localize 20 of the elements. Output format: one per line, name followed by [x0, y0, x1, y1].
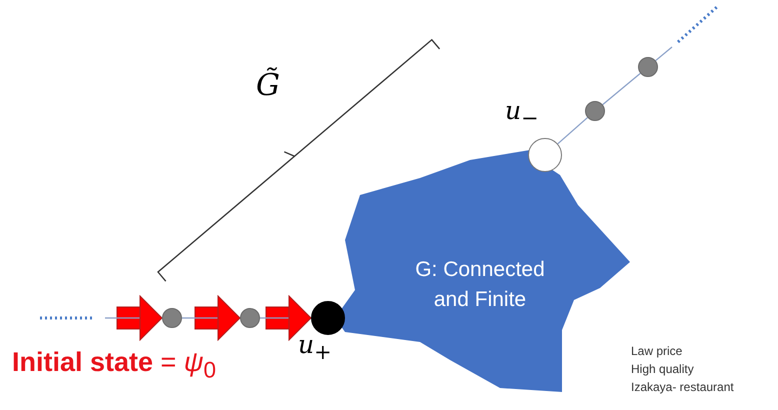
- vertex-label: u$_{−}$: [505, 96, 539, 130]
- dot: [638, 57, 658, 77]
- vertex-circle: [311, 301, 345, 335]
- arrow: [182, 296, 240, 340]
- note-text: Law price: [631, 344, 682, 358]
- dot: [585, 101, 605, 121]
- arrow: [260, 296, 312, 340]
- region-label: G: Connected and Finite: [414, 257, 546, 313]
- vertex-label: u$_{+}$: [298, 330, 332, 364]
- tilde-g-label: G̃: [256, 68, 280, 103]
- edge-line: [557, 117, 588, 144]
- vertex-circle: [528, 138, 562, 172]
- edge-line: [602, 72, 641, 106]
- initial-state-label: Initial state = ψ$_{0}$: [12, 347, 216, 384]
- edge-line: [655, 46, 672, 62]
- note-text: High quality: [631, 362, 694, 376]
- dot: [162, 308, 182, 328]
- arrow: [105, 296, 162, 340]
- note-text: Izakaya- restaurant: [631, 380, 734, 394]
- dot: [240, 308, 260, 328]
